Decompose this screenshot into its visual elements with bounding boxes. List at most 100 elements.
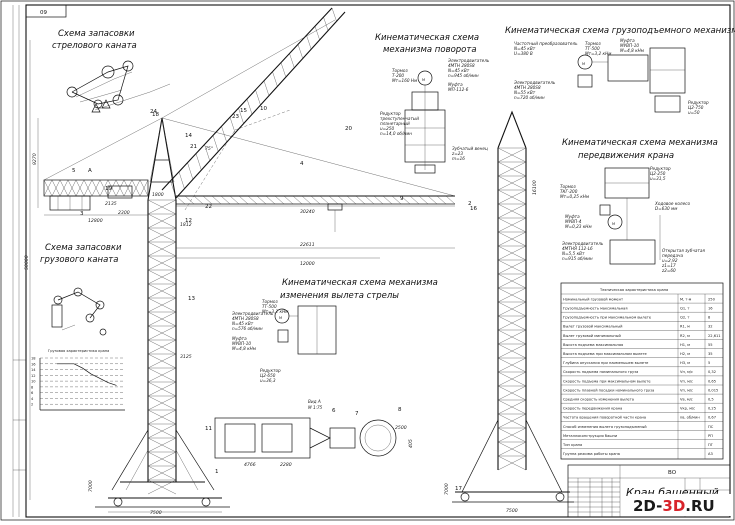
- luffing-scheme: Кинематическая схема механизма изменения…: [231, 278, 438, 383]
- svg-text:М: М: [612, 222, 615, 226]
- dim-d5: 3125: [180, 354, 192, 360]
- watermark-suffix: .RU: [685, 497, 714, 515]
- svg-text:N=5,5 кВт: N=5,5 кВт: [562, 251, 585, 256]
- callout-12: 12: [185, 218, 192, 224]
- table-row-sym: Vп, м/с: [680, 370, 693, 374]
- table-row-val: ПГ: [708, 443, 713, 447]
- sheet-code-box: [25, 4, 67, 18]
- slewing-reducer-1: Редуктор: [380, 111, 401, 116]
- dim-d8: 405: [408, 439, 414, 448]
- table-row-val: 0,67: [708, 416, 716, 420]
- dim-d4: 1800: [152, 192, 164, 198]
- svg-text:n=915 об/мин: n=915 об/мин: [562, 256, 593, 261]
- svg-text:Мт=160 Нм: Мт=160 Нм: [392, 78, 417, 83]
- svg-text:4МТН 280S8: 4МТН 280S8: [448, 63, 475, 68]
- callout-19: 19: [105, 186, 112, 192]
- chart-y-tick: 18: [31, 357, 36, 361]
- table-row-sym: nв, об/мин: [680, 416, 700, 420]
- chart-y-tick: 14: [31, 368, 36, 372]
- callout-3: 3: [80, 211, 84, 217]
- slewing-title-2: механизма поворота: [383, 45, 477, 55]
- dim-d6: 4766: [244, 462, 256, 468]
- crane-dimensions: 9270 50000 22611 30240 12000 12800 2300 …: [24, 40, 455, 516]
- slewing-motor-1: Электродвигатель: [447, 58, 490, 63]
- table-row-val: РП: [708, 434, 713, 438]
- svg-text:N=45 кВт: N=45 кВт: [232, 321, 254, 326]
- table-row-sym: H3, м: [680, 361, 690, 365]
- table-row-val: 22,611: [708, 334, 721, 338]
- slewing-brake-1: Тормоз: [392, 68, 408, 73]
- slewing-scheme: Кинематическая схема механизма поворота …: [375, 33, 490, 174]
- svg-text:МУВП-4: МУВП-4: [565, 219, 582, 224]
- svg-text:Мт=3,2 кНм: Мт=3,2 кНм: [262, 309, 288, 314]
- table-row-sym: R1, м: [680, 325, 690, 329]
- table-row-val: 55: [708, 343, 713, 347]
- svg-text:МП-112-6: МП-112-6: [448, 87, 469, 92]
- dim-boom-len: 30240: [300, 209, 315, 215]
- table-row-name: Номинальный грузовой момент: [563, 297, 623, 301]
- table-row-name: Грузоподъемность при максимальном вылете: [563, 316, 652, 320]
- svg-text:z1=17: z1=17: [661, 263, 676, 268]
- chart-axes: [39, 357, 125, 411]
- callout-17: 17: [455, 486, 462, 492]
- svg-text:ТТ-500: ТТ-500: [262, 304, 277, 309]
- table-row-sym: R2, м: [680, 334, 690, 338]
- travel-title-1: Кинематическая схема механизма: [562, 138, 718, 148]
- table-row-name: Способ изменения вылета грузоподъемный: [563, 425, 647, 429]
- svg-text:u=250: u=250: [380, 126, 394, 131]
- travel-title-2: передвижения крана: [578, 151, 674, 161]
- luff-coupling-1: Муфта: [232, 336, 247, 341]
- svg-text:Т-200: Т-200: [392, 73, 404, 78]
- counterjib-lattice: [43, 179, 149, 197]
- dim-base: 7500: [150, 510, 162, 516]
- table-row-name: Скорость передвижения крана: [563, 407, 622, 411]
- svg-text:m=16: m=16: [452, 156, 465, 161]
- svg-text:МУВП-10: МУВП-10: [232, 341, 251, 346]
- table-row-name: Скорость подъема номинального груза: [563, 370, 638, 374]
- travel-motor-1: Электродвигатель: [561, 241, 604, 246]
- svg-text:М=0,23 кНм: М=0,23 кНм: [565, 224, 592, 229]
- svg-text:u=50: u=50: [688, 110, 700, 115]
- svg-text:ТТ-500: ТТ-500: [585, 46, 600, 51]
- table-row-name: Скорость плавной посадки номинального гр…: [563, 388, 654, 392]
- table-row-sym: Vв, м/с: [680, 398, 693, 402]
- winch-housing: [107, 185, 133, 199]
- table-row-name: Группа режима работы крана: [563, 452, 620, 456]
- table-row-val: 250: [708, 297, 716, 301]
- table-row-name: Частота вращения поворотной части крана: [563, 416, 646, 420]
- callout-6: 6: [332, 408, 336, 414]
- luffing-title-1: Кинематическая схема механизма: [282, 278, 438, 288]
- view-a-label: Вид А: [308, 399, 321, 404]
- svg-text:М=4,8 кНм: М=4,8 кНм: [232, 346, 256, 351]
- table-row-name: Металлоконструкция башни: [563, 434, 618, 438]
- svg-text:Ц2-650: Ц2-650: [260, 373, 276, 378]
- jib-lattice: [175, 195, 456, 205]
- hoist-freq-1: Частотный преобразователь: [514, 41, 578, 46]
- callout-21: 21: [190, 144, 197, 150]
- travel-coupling-1: Муфта: [565, 214, 580, 219]
- watermark: 2D-3D.RU: [633, 497, 715, 515]
- cargo-rope-title-1: Схема запасовки: [45, 243, 122, 253]
- table-row-sym: Vп, м/с: [680, 379, 693, 383]
- luff-reducer-1: Редуктор: [260, 368, 281, 373]
- site-watermark: 2D-3D.RU: [628, 494, 732, 516]
- tech-table-frame: [560, 282, 724, 460]
- table-row-sym: H2, м: [680, 352, 690, 356]
- table-row-name: Вылет грузовой минимальный: [563, 334, 621, 338]
- svg-text:МУВП-10: МУВП-10: [620, 43, 639, 48]
- svg-text:М: М: [422, 78, 425, 82]
- dim-boom-angle: 75°: [205, 146, 213, 152]
- cargo-rope-title-2: грузового каната: [40, 255, 118, 265]
- dim-d3: 1812: [180, 222, 192, 228]
- hoist-motor-1: Электродвигатель: [513, 80, 556, 85]
- boom-rope-title-2: стрелового каната: [52, 41, 137, 51]
- callout-4: 4: [300, 161, 304, 167]
- svg-text:n=720 об/мин: n=720 об/мин: [514, 95, 545, 100]
- callout-20: 20: [345, 126, 352, 132]
- travel-scheme: Кинематическая схема механизма передвиже…: [560, 138, 718, 273]
- chart-y-tick: 2: [31, 403, 33, 407]
